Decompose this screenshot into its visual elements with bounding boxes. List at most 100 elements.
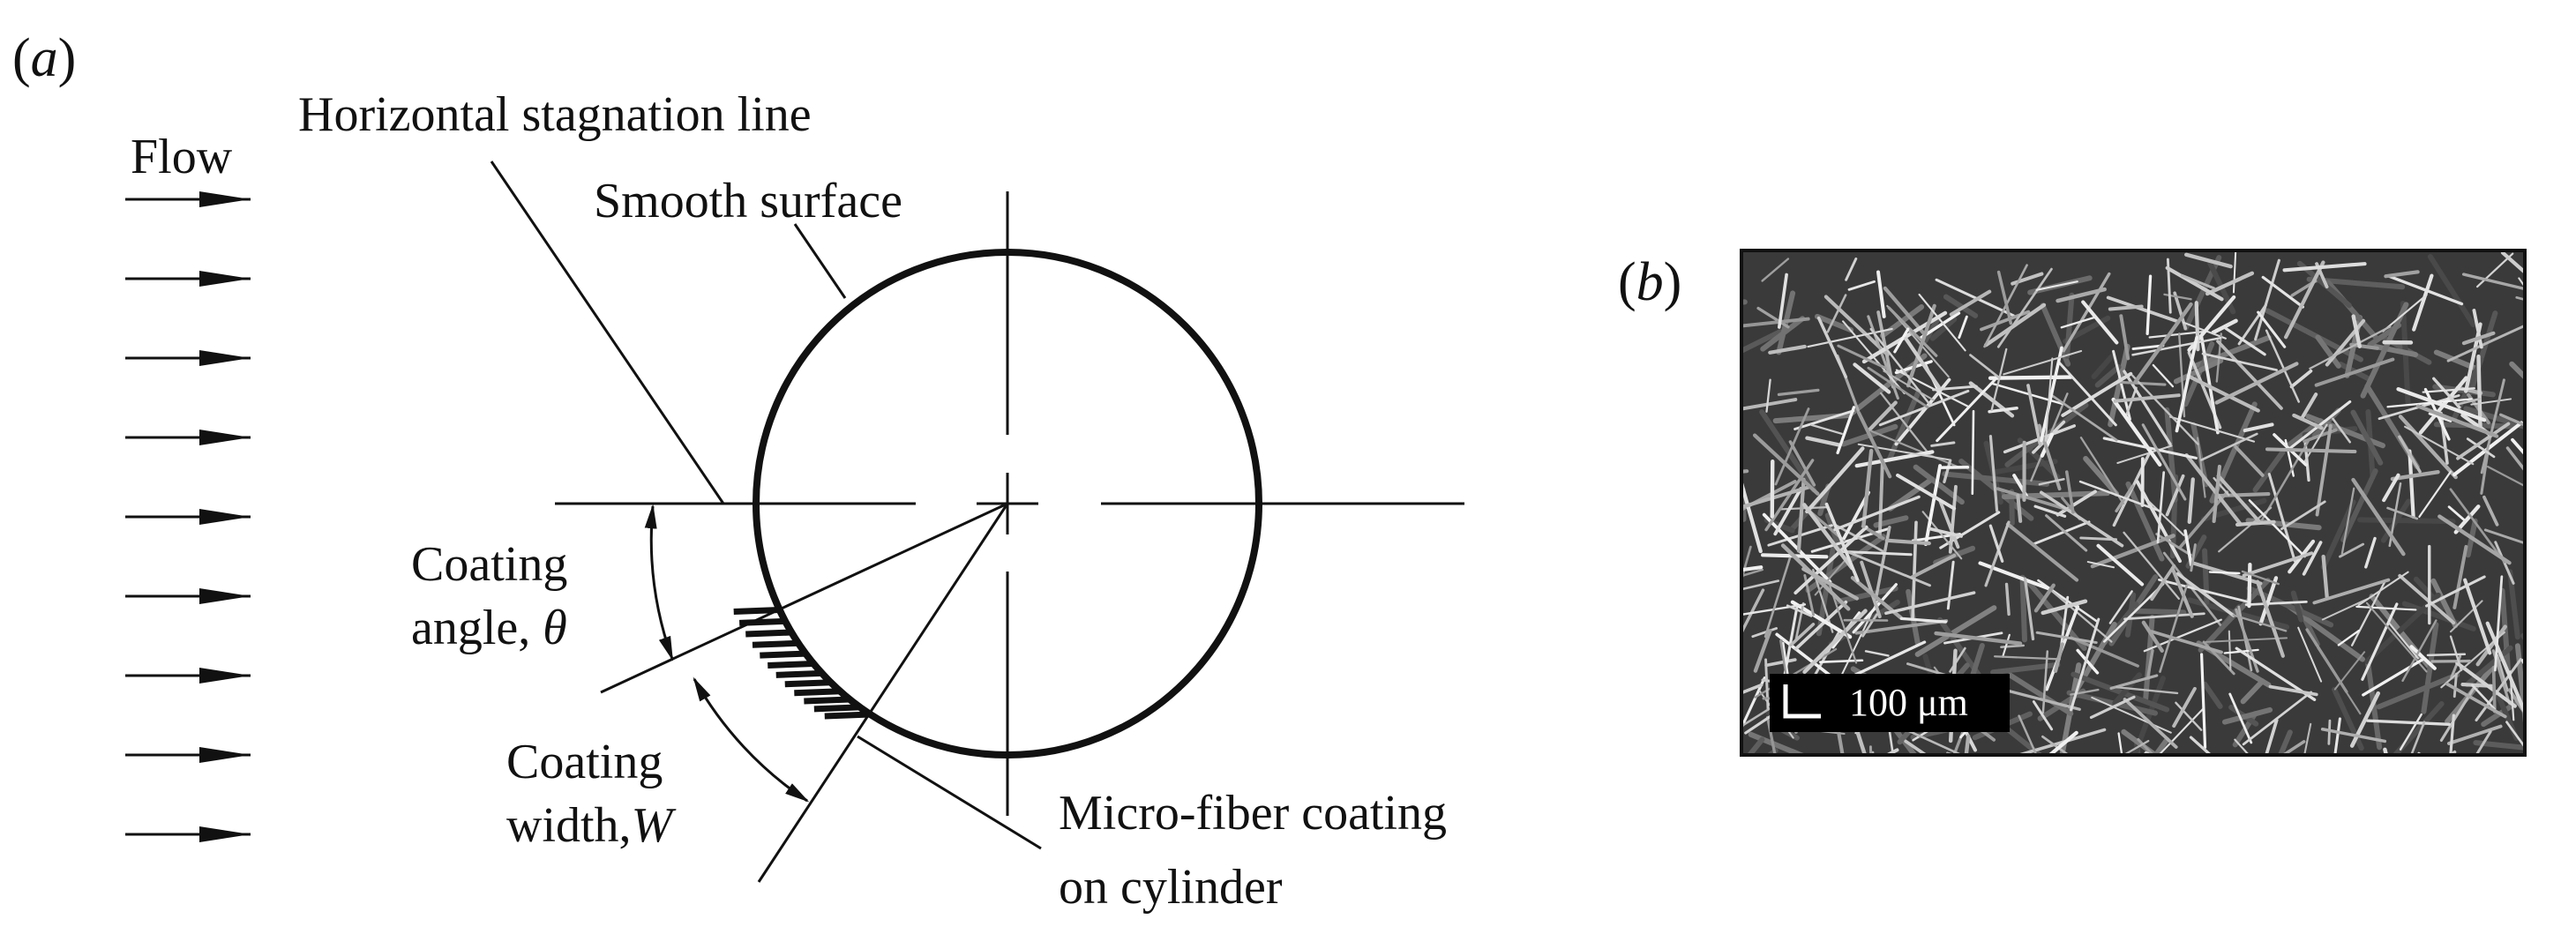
sem-fiber bbox=[2257, 310, 2287, 348]
sem-fiber bbox=[2261, 275, 2305, 309]
sem-fiber-shadow bbox=[2017, 437, 2061, 481]
sem-fiber bbox=[2361, 602, 2399, 681]
sem-fiber bbox=[1877, 460, 1884, 539]
sem-fiber bbox=[1869, 751, 1875, 755]
sem-fiber bbox=[1741, 480, 1797, 512]
sem-fiber bbox=[2265, 718, 2279, 755]
sem-fiber bbox=[2038, 477, 2065, 486]
sem-fiber-shadow bbox=[2520, 632, 2525, 643]
sem-fiber bbox=[2062, 272, 2111, 353]
sem-fiber bbox=[2187, 477, 2195, 524]
sem-fiber bbox=[2145, 274, 2153, 336]
sem-fiber bbox=[2131, 344, 2165, 350]
sem-fiber bbox=[2064, 470, 2075, 514]
sem-fiber bbox=[1867, 366, 1929, 409]
sem-fiber bbox=[1935, 278, 2015, 318]
sem-fiber bbox=[2265, 329, 2300, 403]
sem-fiber bbox=[2254, 258, 2280, 341]
sem-fiber bbox=[2057, 361, 2117, 427]
sem-fiber bbox=[1943, 459, 1952, 484]
smooth-surface-leader-line bbox=[793, 223, 847, 299]
sem-fiber bbox=[1837, 344, 1887, 370]
sem-fiber bbox=[2425, 575, 2486, 608]
sem-fiber-shadow bbox=[2071, 671, 2170, 713]
sem-fiber bbox=[2157, 706, 2205, 755]
sem-fiber bbox=[2408, 449, 2415, 519]
sem-fiber-shadow bbox=[2202, 681, 2223, 709]
sem-fiber bbox=[2471, 684, 2497, 711]
fiber-hatch-line bbox=[752, 639, 799, 648]
sem-fiber bbox=[2103, 582, 2165, 643]
sem-fiber bbox=[2480, 378, 2505, 474]
sem-fiber bbox=[1765, 378, 1771, 413]
sem-fiber-shadow bbox=[2473, 740, 2525, 751]
panel-b: (b) 100 μm bbox=[1618, 249, 2527, 757]
sem-fiber-shadow bbox=[2152, 736, 2170, 755]
sem-fiber bbox=[1789, 623, 1816, 647]
sem-fiber bbox=[1793, 525, 1868, 595]
sem-fiber bbox=[1884, 538, 1931, 546]
sem-fiber bbox=[2351, 314, 2362, 348]
sem-fiber-shadow bbox=[2360, 302, 2409, 399]
sem-fiber bbox=[2035, 631, 2098, 645]
fiber-hatch-line bbox=[794, 688, 841, 697]
sem-fiber bbox=[2255, 579, 2285, 658]
fiber-hatch-line bbox=[745, 629, 792, 638]
sem-fiber bbox=[2123, 697, 2178, 749]
sem-fiber bbox=[1814, 557, 1848, 596]
sem-fiber-shadow bbox=[2265, 308, 2363, 362]
sem-fiber bbox=[2456, 422, 2511, 460]
sem-fiber bbox=[2493, 575, 2504, 672]
sem-fiber bbox=[2447, 724, 2503, 745]
fiber-hatch-line bbox=[775, 669, 822, 678]
sem-fiber bbox=[2476, 354, 2482, 430]
sem-fiber-shadow bbox=[2350, 409, 2384, 466]
sem-fiber bbox=[1773, 487, 1803, 536]
sem-fiber-shadow bbox=[1943, 294, 1979, 318]
sem-fiber bbox=[2208, 571, 2241, 575]
sem-fiber bbox=[1996, 487, 2075, 513]
flow-arrowhead bbox=[199, 747, 251, 763]
sem-fiber bbox=[2495, 654, 2509, 692]
sem-fiber bbox=[2390, 470, 2440, 482]
sem-fiber bbox=[1969, 354, 2000, 379]
sem-fiber bbox=[2237, 303, 2267, 346]
sem-fiber bbox=[2244, 600, 2308, 606]
sem-fiber bbox=[1794, 601, 1805, 642]
sem-fiber bbox=[1996, 270, 2013, 325]
sem-fiber-shadow bbox=[1914, 605, 1997, 657]
sem-fiber bbox=[2386, 506, 2419, 520]
sem-fiber bbox=[1899, 616, 1948, 624]
sem-fiber bbox=[1826, 294, 1847, 333]
sem-fiber bbox=[2235, 519, 2276, 527]
sem-fiber bbox=[2232, 251, 2237, 294]
sem-fiber bbox=[2302, 541, 2323, 576]
sem-fiber bbox=[2169, 415, 2256, 443]
sem-fiber bbox=[2480, 449, 2490, 495]
sem-fiber bbox=[2437, 514, 2512, 565]
sem-fiber bbox=[2005, 522, 2079, 582]
sem-fiber bbox=[2312, 578, 2391, 605]
sem-fiber bbox=[2201, 352, 2278, 371]
sem-fiber bbox=[1928, 527, 1963, 538]
sem-fiber bbox=[2224, 326, 2266, 356]
sem-fiber bbox=[2476, 252, 2514, 288]
sem-fiber bbox=[1854, 619, 1949, 635]
sem-fiber-shadow bbox=[2507, 569, 2520, 640]
sem-fiber bbox=[2315, 423, 2333, 517]
flow-arrowhead bbox=[199, 826, 251, 842]
sem-fiber bbox=[2461, 331, 2496, 346]
sem-fiber-shadow bbox=[2427, 254, 2476, 328]
sem-fiber-shadow bbox=[2240, 678, 2265, 705]
sem-fiber bbox=[2179, 490, 2229, 549]
sem-fiber-shadow bbox=[1814, 313, 1854, 333]
sem-fiber bbox=[1741, 469, 1749, 474]
sem-fiber bbox=[2475, 658, 2522, 722]
sem-fiber bbox=[1958, 315, 1968, 340]
sem-fiber-shadow bbox=[2421, 622, 2439, 714]
sem-fiber bbox=[2186, 374, 2260, 413]
sem-fiber bbox=[1741, 579, 1780, 591]
sem-fiber-shadow bbox=[1741, 329, 1783, 355]
sem-fiber bbox=[2090, 534, 2175, 569]
sem-fiber bbox=[2314, 357, 2395, 387]
